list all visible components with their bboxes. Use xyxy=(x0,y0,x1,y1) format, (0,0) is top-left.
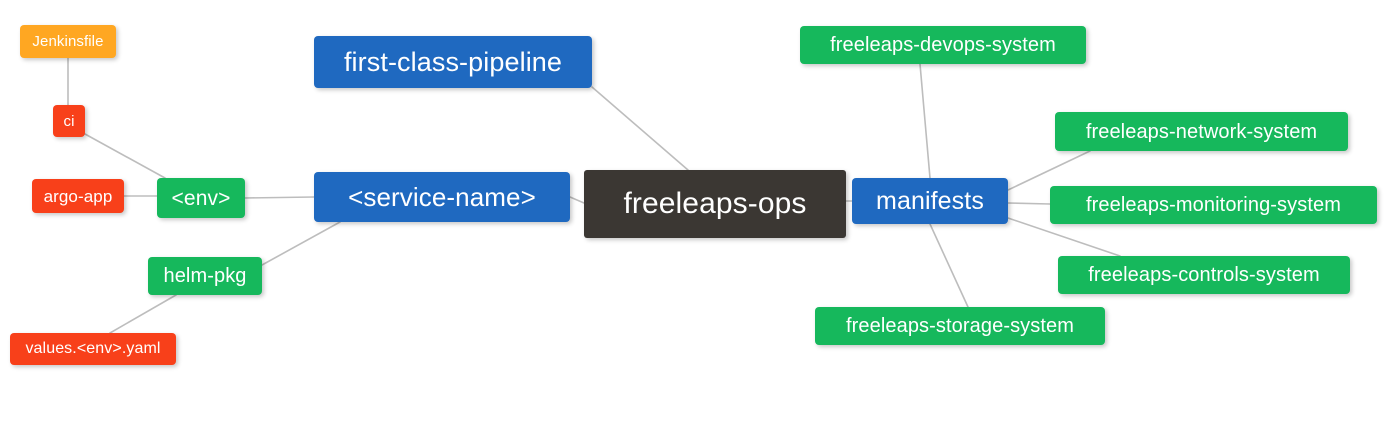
edge-manifests-to-freeleaps-monitoring-system xyxy=(1007,202,1051,205)
edge-service-name-to-env xyxy=(244,196,315,199)
node-helm-pkg[interactable]: helm-pkg xyxy=(148,257,262,295)
node-label: values.<env>.yaml xyxy=(25,340,161,357)
edge-env-to-ci xyxy=(84,133,166,179)
node-label: freeleaps-devops-system xyxy=(830,34,1056,56)
node-freeleaps-ops[interactable]: freeleaps-ops xyxy=(584,170,846,238)
edge-helm-pkg-to-values-env-yaml xyxy=(109,294,177,334)
node-first-class-pipeline[interactable]: first-class-pipeline xyxy=(314,36,592,88)
node-freeleaps-controls-system[interactable]: freeleaps-controls-system xyxy=(1058,256,1350,294)
node-label: freeleaps-monitoring-system xyxy=(1085,194,1341,216)
node-label: freeleaps-controls-system xyxy=(1088,264,1320,286)
node-label: ci xyxy=(63,112,75,130)
node-freeleaps-monitoring-system[interactable]: freeleaps-monitoring-system xyxy=(1050,186,1377,224)
edge-manifests-to-freeleaps-devops-system xyxy=(919,63,931,179)
node-jenkinsfile[interactable]: Jenkinsfile xyxy=(20,25,116,58)
node-label: manifests xyxy=(876,186,984,215)
node-label: <service-name> xyxy=(348,182,536,212)
edge-freeleaps-ops-to-first-class-pipeline xyxy=(591,86,689,171)
node-values-env-yaml[interactable]: values.<env>.yaml xyxy=(10,333,176,365)
node-label: first-class-pipeline xyxy=(343,46,563,77)
node-service-name[interactable]: <service-name> xyxy=(314,172,570,222)
node-freeleaps-storage-system[interactable]: freeleaps-storage-system xyxy=(815,307,1105,345)
node-label: freeleaps-network-system xyxy=(1085,120,1318,143)
node-freeleaps-devops-system[interactable]: freeleaps-devops-system xyxy=(800,26,1086,64)
edge-freeleaps-ops-to-service-name xyxy=(569,196,585,204)
node-env[interactable]: <env> xyxy=(157,178,245,218)
node-label: Jenkinsfile xyxy=(32,33,104,50)
edge-service-name-to-helm-pkg xyxy=(261,221,341,266)
edge-manifests-to-freeleaps-storage-system xyxy=(929,223,969,308)
node-argo-app[interactable]: argo-app xyxy=(32,179,124,213)
node-label: freeleaps-storage-system xyxy=(845,315,1075,337)
node-freeleaps-network-system[interactable]: freeleaps-network-system xyxy=(1055,112,1348,151)
node-manifests[interactable]: manifests xyxy=(852,178,1008,224)
node-ci[interactable]: ci xyxy=(53,105,85,137)
node-label: helm-pkg xyxy=(163,265,247,287)
node-label: <env> xyxy=(171,186,231,210)
node-label: freeleaps-ops xyxy=(623,187,807,220)
node-label: argo-app xyxy=(43,186,113,206)
edge-manifests-to-freeleaps-network-system xyxy=(1007,150,1091,191)
